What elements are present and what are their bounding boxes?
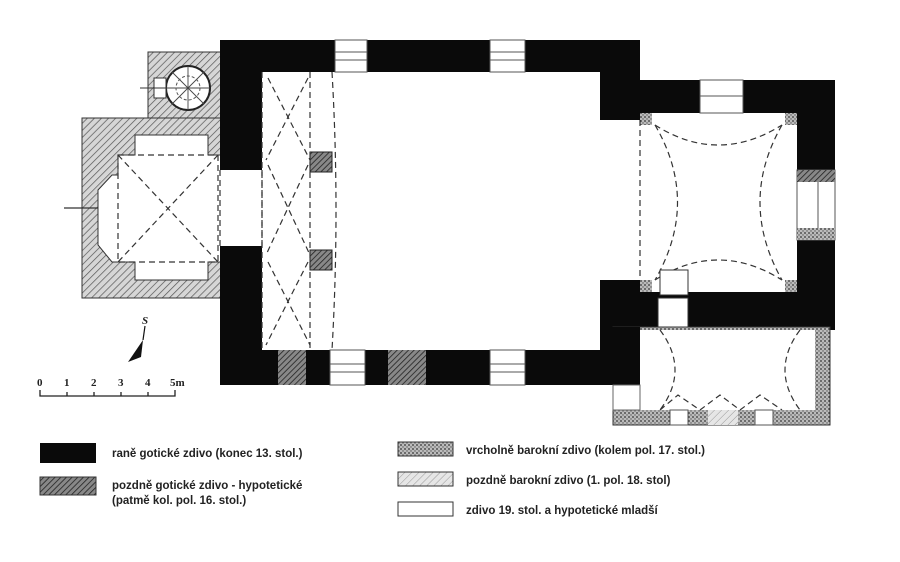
legend: raně gotické zdivo (konec 13. stol.) poz…: [39, 441, 705, 517]
legend-label: vrcholně barokní zdivo (kolem pol. 17. s…: [466, 445, 705, 457]
nave: [219, 39, 640, 386]
scale-tick: 3: [118, 377, 124, 389]
legend-label: pozdně gotické zdivo - hypotetické: [112, 480, 302, 492]
legend-label: pozdně barokní zdivo (1. pol. 18. stol): [466, 475, 671, 487]
scale-bar: 0 1 2 3 4 5m: [37, 377, 185, 397]
scale-tick: 1: [64, 377, 70, 389]
scale-tick: 5m: [170, 377, 185, 389]
legend-swatch-19th-century: [397, 501, 454, 517]
legend-label: raně gotické zdivo (konec 13. stol.): [112, 448, 303, 460]
legend-swatch-late-gothic: [39, 476, 97, 496]
scale-tick: 2: [91, 377, 97, 389]
scale-tick: 0: [37, 377, 43, 389]
legend-swatch-high-baroque: [397, 441, 454, 457]
legend-label: zdivo 19. stol. a hypotetické mladší: [466, 505, 659, 517]
legend-label: (patmě kol. pol. 16. stol.): [112, 495, 246, 507]
north-arrow-label: S: [142, 315, 148, 327]
presbytery: [639, 79, 836, 330]
scale-tick: 4: [145, 377, 151, 389]
side-chapel: [64, 51, 223, 299]
sacristy: [600, 326, 831, 426]
north-arrow: S: [128, 315, 148, 362]
spiral-staircase-icon: [140, 65, 211, 111]
legend-swatch-late-baroque: [397, 471, 454, 487]
legend-swatch-early-gothic: [40, 443, 96, 463]
